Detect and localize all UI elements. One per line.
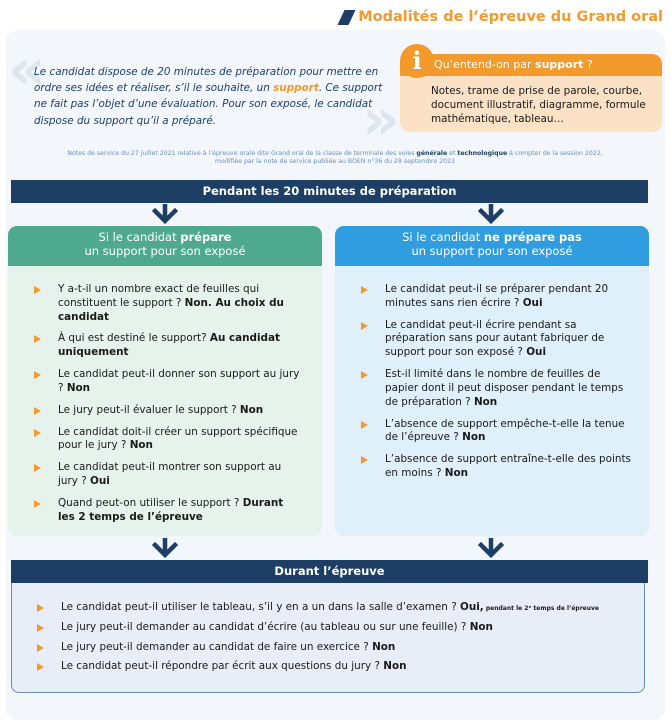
page-title: Modalités de l’épreuve du Grand oral bbox=[337, 6, 663, 28]
list-item: Y a-t-il un nombre exact de feuilles qui… bbox=[34, 283, 302, 324]
arrow-down-icon bbox=[152, 538, 178, 559]
arrow-down-icon bbox=[152, 204, 178, 225]
list-item: L’absence de support empêche-t-elle la t… bbox=[361, 418, 631, 446]
list-item: Le jury peut-il demander au candidat d’é… bbox=[37, 621, 637, 635]
chevron-left-icon: « bbox=[8, 35, 46, 103]
title-text: Modalités de l’épreuve du Grand oral bbox=[358, 9, 663, 25]
arrow-down-icon bbox=[478, 204, 504, 225]
slash-icon bbox=[337, 9, 356, 25]
info-answer: Notes, trame de prise de parole, courbe,… bbox=[431, 85, 646, 126]
info-question: Qu’entend-on par support ? bbox=[400, 54, 662, 76]
info-box: Qu’entend-on par support ? i Notes, tram… bbox=[400, 44, 662, 132]
list-item: Est-il limité dans le nombre de feuilles… bbox=[361, 368, 631, 409]
exam-question-list: Le candidat peut-il utiliser le tableau,… bbox=[37, 601, 637, 680]
list-item: L’absence de support entraîne-t-elle des… bbox=[361, 453, 631, 481]
no-support-panel: Le candidat peut-il se préparer pendant … bbox=[335, 266, 649, 536]
exam-bar: Durant l’épreuve bbox=[11, 560, 648, 583]
list-item: Quand peut-on utiliser le support ? Dura… bbox=[34, 497, 302, 525]
list-item: Le candidat peut-il utiliser le tableau,… bbox=[37, 601, 637, 615]
list-item: Le candidat peut-il montrer son support … bbox=[34, 461, 302, 489]
exam-panel: Le candidat peut-il utiliser le tableau,… bbox=[11, 583, 645, 693]
intro-text: Le candidat dispose de 20 minutes de pré… bbox=[34, 66, 383, 127]
service-notes: Notes de service du 27 juillet 2021 rela… bbox=[67, 150, 603, 166]
arrow-down-icon bbox=[478, 538, 504, 559]
list-item: Le jury peut-il demander au candidat de … bbox=[37, 641, 637, 655]
no-support-header: Si le candidat ne prépare pas un support… bbox=[335, 226, 649, 266]
list-item: Le candidat doit-il créer un support spé… bbox=[34, 426, 302, 454]
list-item: Le candidat peut-il répondre par écrit a… bbox=[37, 660, 637, 674]
list-item: Le jury peut-il évaluer le support ? Non bbox=[34, 404, 302, 418]
list-item: À qui est destiné le support? Au candida… bbox=[34, 332, 302, 360]
info-icon: i bbox=[400, 44, 434, 78]
chevron-right-icon: » bbox=[362, 85, 400, 153]
preparation-bar: Pendant les 20 minutes de préparation bbox=[11, 180, 648, 203]
list-item: Le candidat peut-il donner son support a… bbox=[34, 368, 302, 396]
prepare-support-panel: Y a-t-il un nombre exact de feuilles qui… bbox=[8, 266, 322, 536]
list-item: Le candidat peut-il écrire pendant sa pr… bbox=[361, 319, 631, 360]
prepare-question-list: Y a-t-il un nombre exact de feuilles qui… bbox=[34, 283, 302, 533]
no-support-question-list: Le candidat peut-il se préparer pendant … bbox=[361, 283, 631, 489]
prepare-support-header: Si le candidat prépare un support pour s… bbox=[8, 226, 322, 266]
list-item: Le candidat peut-il se préparer pendant … bbox=[361, 283, 631, 311]
